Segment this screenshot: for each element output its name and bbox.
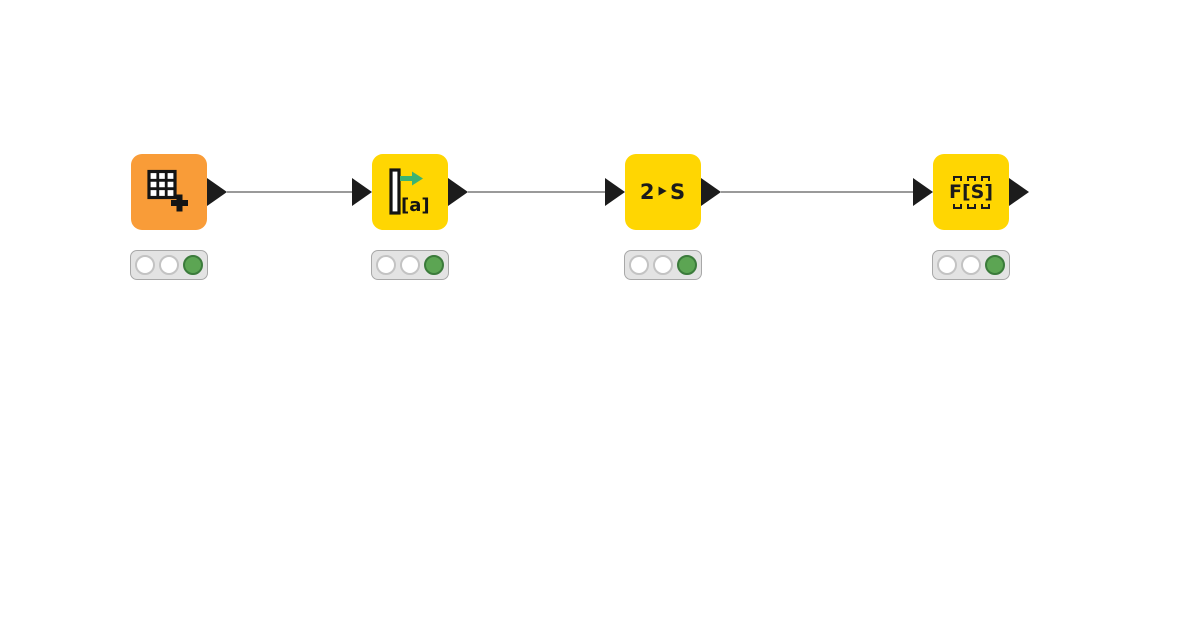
workflow-node-2: [a] [352, 154, 468, 284]
output-port-icon[interactable] [207, 178, 227, 206]
status-lamp-green [424, 255, 444, 275]
status-lamp-green [985, 255, 1005, 275]
node-status-traffic-light [932, 250, 1010, 280]
status-lamp-yellow [653, 255, 673, 275]
connection-node1-node2[interactable] [227, 191, 352, 193]
status-lamp-yellow [961, 255, 981, 275]
output-port-icon[interactable] [701, 178, 721, 206]
status-lamp-red [629, 255, 649, 275]
node-number-to-string[interactable]: 2‣S [605, 154, 721, 230]
output-port-icon[interactable] [448, 178, 468, 206]
input-port-icon[interactable] [605, 178, 625, 206]
status-lamp-green [677, 255, 697, 275]
input-port-icon[interactable] [913, 178, 933, 206]
status-lamp-red [376, 255, 396, 275]
status-lamp-red [937, 255, 957, 275]
connection-node2-node3[interactable] [468, 191, 605, 193]
collection-icon-label: [a] [401, 195, 430, 216]
node-status-traffic-light [371, 250, 449, 280]
dashed-marks-bottom [952, 203, 990, 209]
table-creator-icon [147, 169, 188, 212]
node-status-traffic-light [130, 250, 208, 280]
status-lamp-yellow [159, 255, 179, 275]
status-lamp-green [183, 255, 203, 275]
create-collection-column-icon: [a] [389, 168, 430, 216]
number-to-string-icon: 2‣S [639, 179, 687, 204]
dashed-marks-top [952, 175, 990, 181]
status-lamp-red [135, 255, 155, 275]
status-lamp-yellow [400, 255, 420, 275]
node-status-traffic-light [624, 250, 702, 280]
node-table-creator[interactable] [131, 154, 227, 230]
output-port-icon[interactable] [1009, 178, 1029, 206]
input-port-icon[interactable] [352, 178, 372, 206]
string-manipulation-multi-column-icon: F[S] [948, 175, 994, 209]
workflow-node-1 [130, 154, 227, 284]
string-manipulation-icon-label: F[S] [948, 180, 994, 203]
workflow-node-4: F[S] [913, 154, 1029, 284]
node-string-manipulation-multi-column[interactable]: F[S] [913, 154, 1029, 230]
workflow-node-3: 2‣S [605, 154, 721, 284]
connection-node3-node4[interactable] [721, 191, 913, 193]
node-create-collection-column[interactable]: [a] [352, 154, 468, 230]
